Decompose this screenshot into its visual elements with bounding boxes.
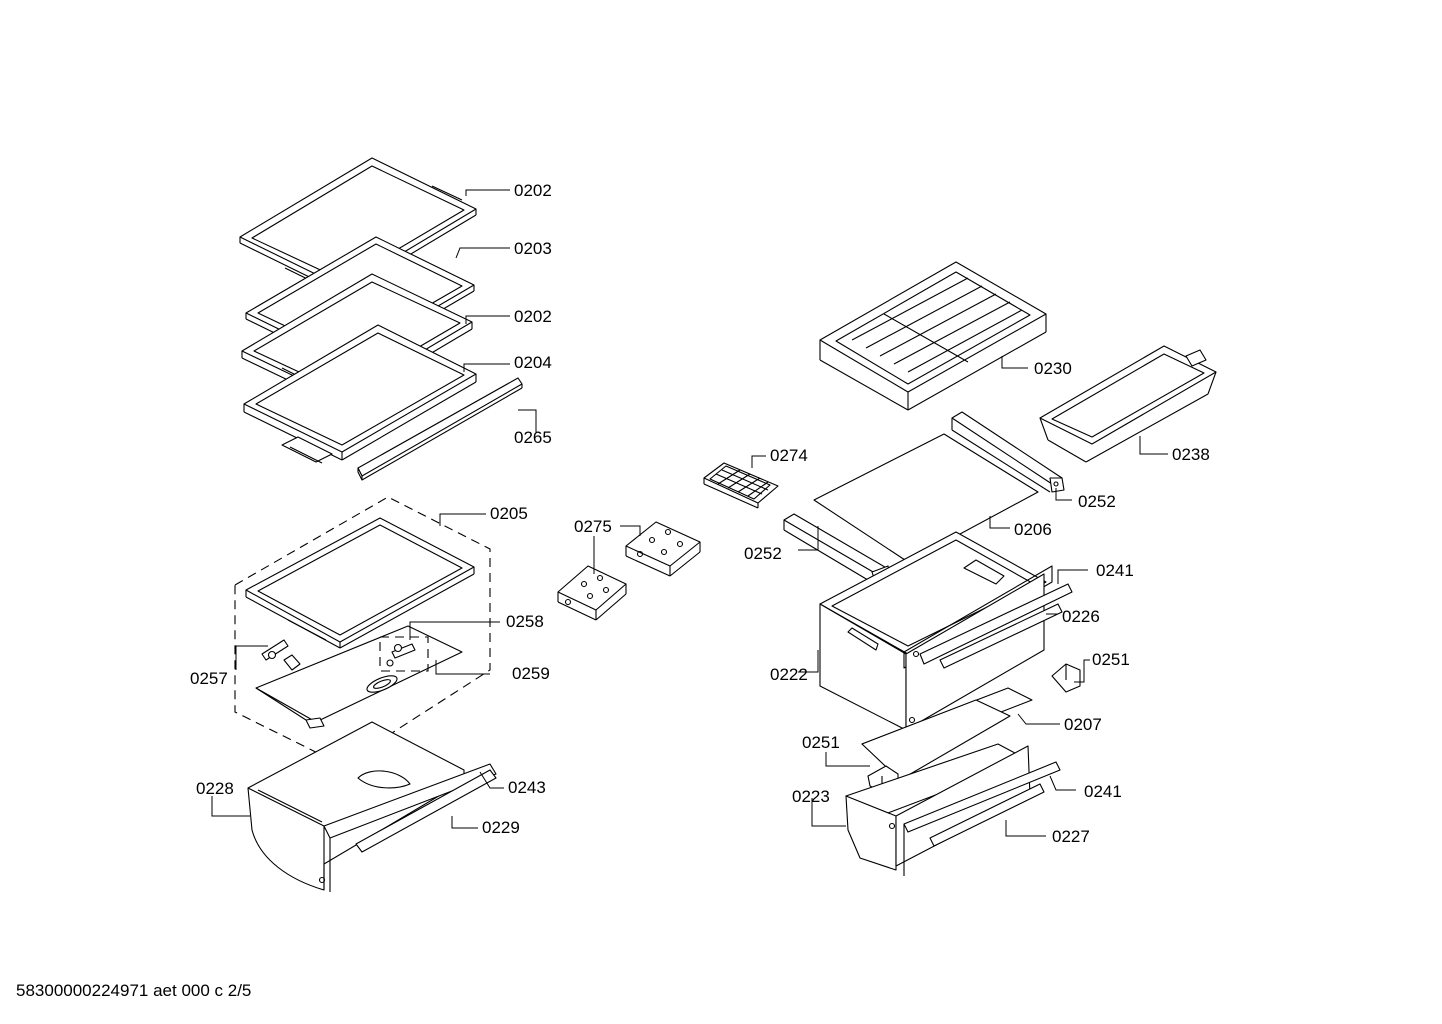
cover-plate-0259 — [255, 625, 463, 729]
label-0265: 0265 — [514, 428, 552, 447]
assembly-boundary-0205 — [234, 496, 491, 766]
document-footer-code: 58300000224971 aet 000 c 2/5 — [16, 981, 252, 1000]
label-0241-upper: 0241 — [1096, 561, 1134, 580]
trim-strip-0265 — [357, 377, 523, 481]
label-0230: 0230 — [1034, 359, 1072, 378]
label-0258: 0258 — [506, 612, 544, 631]
label-0227: 0227 — [1052, 827, 1090, 846]
cool-pack-0275-front — [557, 565, 627, 621]
label-0252-left: 0252 — [744, 544, 782, 563]
tray-0230 — [819, 261, 1047, 411]
label-0274: 0274 — [770, 446, 808, 465]
label-0223: 0223 — [792, 787, 830, 806]
label-0202-lower: 0202 — [514, 307, 552, 326]
detail-box-0258 — [379, 636, 429, 672]
clip-0251-right — [1051, 663, 1081, 693]
label-0207: 0207 — [1064, 715, 1102, 734]
label-0204: 0204 — [514, 353, 552, 372]
leader-lines — [211, 189, 1168, 837]
hinge-pin-0257 — [261, 639, 301, 671]
label-0202-top: 0202 — [514, 181, 552, 200]
label-0259: 0259 — [512, 664, 550, 683]
glass-plate-0207 — [861, 687, 1033, 781]
label-0238: 0238 — [1172, 445, 1210, 464]
ice-mould-0274 — [703, 462, 779, 509]
drawer-0223 — [845, 743, 1061, 876]
label-0229: 0229 — [482, 818, 520, 837]
label-0275: 0275 — [574, 517, 612, 536]
label-0257: 0257 — [190, 669, 228, 688]
label-0228: 0228 — [196, 779, 234, 798]
glass-plate-0206 — [813, 433, 1039, 563]
drawer-0222 — [819, 531, 1073, 731]
label-0251-left: 0251 — [802, 733, 840, 752]
label-0226: 0226 — [1062, 607, 1100, 626]
label-0252-right: 0252 — [1078, 492, 1116, 511]
drawer-0228 — [247, 721, 497, 892]
label-0206: 0206 — [1014, 520, 1052, 539]
label-0243: 0243 — [508, 778, 546, 797]
rail-0252-right — [951, 411, 1065, 493]
label-0222: 0222 — [770, 665, 808, 684]
door-bin-0238 — [1039, 345, 1217, 463]
label-0241-lower: 0241 — [1084, 782, 1122, 801]
label-0205: 0205 — [490, 504, 528, 523]
shelf-0205 — [245, 517, 475, 649]
label-0251-right: 0251 — [1092, 650, 1130, 669]
label-0203: 0203 — [514, 239, 552, 258]
shelf-0204 — [243, 324, 477, 464]
cool-pack-0275-back — [625, 521, 701, 577]
hinge-part-0258 — [386, 643, 416, 667]
